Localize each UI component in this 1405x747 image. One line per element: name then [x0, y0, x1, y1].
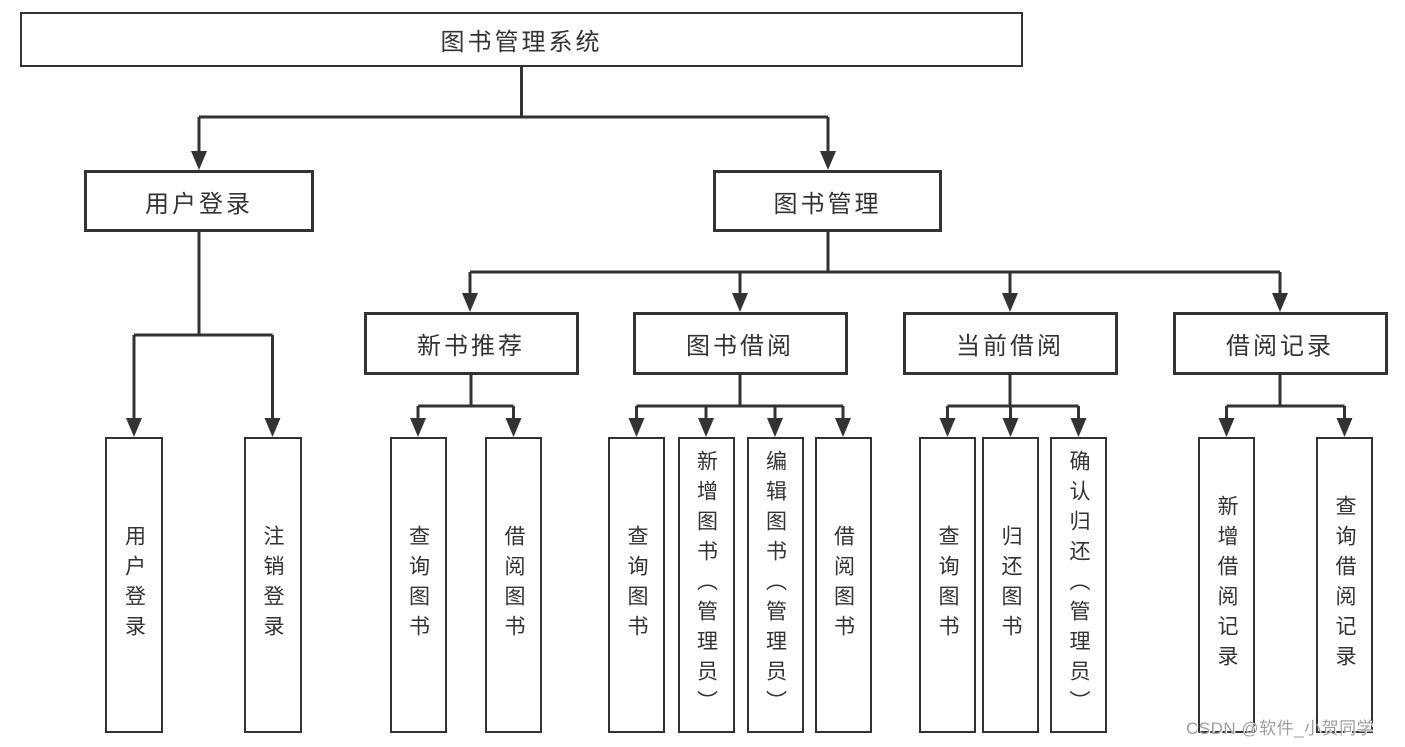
node-current-confirm-return-admin: 确认归还（管理员） [1050, 437, 1107, 733]
node-library-system: 图书管理系统 [20, 12, 1023, 67]
node-records-query-record: 查询借阅记录 [1316, 437, 1373, 733]
node-user-login: 用户登录 [84, 170, 314, 232]
node-current-borrow: 当前借阅 [902, 312, 1118, 375]
watermark: CSDN @软件_小贺同学 [1186, 719, 1375, 738]
node-book-borrow: 图书借阅 [632, 312, 848, 375]
node-borrow-add-book-admin: 新增图书（管理员） [677, 437, 735, 733]
node-current-return-book: 归还图书 [982, 437, 1039, 733]
node-current-query-books: 查询图书 [919, 437, 976, 733]
node-logout-leaf: 注销登录 [243, 437, 302, 733]
node-borrow-query-books: 查询图书 [608, 437, 665, 733]
node-borrow-borrow-book: 借阅图书 [814, 437, 872, 733]
node-new-book-recommend: 新书推荐 [363, 312, 579, 375]
node-recommend-borrow-book: 借阅图书 [485, 437, 542, 733]
node-book-management: 图书管理 [713, 170, 942, 232]
node-borrow-records: 借阅记录 [1172, 312, 1388, 375]
node-user-login-leaf: 用户登录 [105, 437, 163, 733]
node-recommend-query-books: 查询图书 [389, 437, 447, 733]
node-borrow-edit-book-admin: 编辑图书（管理员） [746, 437, 804, 733]
node-records-add-record: 新增借阅记录 [1198, 437, 1255, 733]
